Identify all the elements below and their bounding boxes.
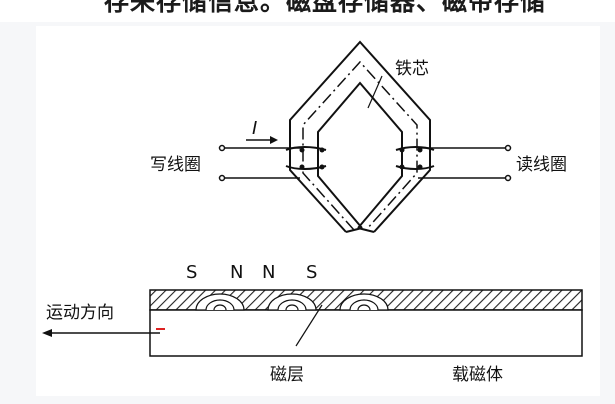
motion-direction-arrow <box>42 329 160 337</box>
cropped-paragraph-text: 存来存储信息。磁盘存储器、磁带存储 <box>104 0 547 16</box>
iron-core-label: 铁芯 <box>395 59 429 79</box>
magnetized-cell <box>267 293 317 311</box>
magnetic-layer-label: 磁层 <box>270 365 304 385</box>
iron-core-centerline <box>302 60 418 231</box>
magnetic-layer-leader <box>295 304 323 347</box>
magnetized-cell <box>195 293 245 311</box>
write-coil <box>218 136 327 182</box>
magnetized-cell <box>339 293 389 311</box>
magnetic-recording-figure: 铁芯 I 写线圈 读线圈 运动方向 磁层 载磁体 S N N S <box>36 26 600 396</box>
motion-direction-label: 运动方向 <box>46 303 114 323</box>
read-coil <box>395 144 512 182</box>
pole-label: S <box>186 262 197 283</box>
pole-label: N <box>230 262 243 283</box>
recording-head-diagram: 铁芯 I 写线圈 读线圈 运动方向 磁层 载磁体 S N N S <box>42 40 583 385</box>
recording-medium <box>149 289 583 357</box>
carrier-label: 载磁体 <box>452 365 503 385</box>
pole-label: S <box>306 262 317 283</box>
current-label: I <box>252 118 257 139</box>
write-coil-label: 写线圈 <box>150 155 201 175</box>
top-text-strip: 存来存储信息。磁盘存储器、磁带存储 <box>0 0 615 22</box>
iron-core-leader <box>367 75 383 109</box>
read-coil-label: 读线圈 <box>516 155 567 175</box>
iron-core-inner <box>317 81 403 229</box>
iron-core-outline <box>289 40 431 233</box>
pole-label: N <box>262 262 275 283</box>
